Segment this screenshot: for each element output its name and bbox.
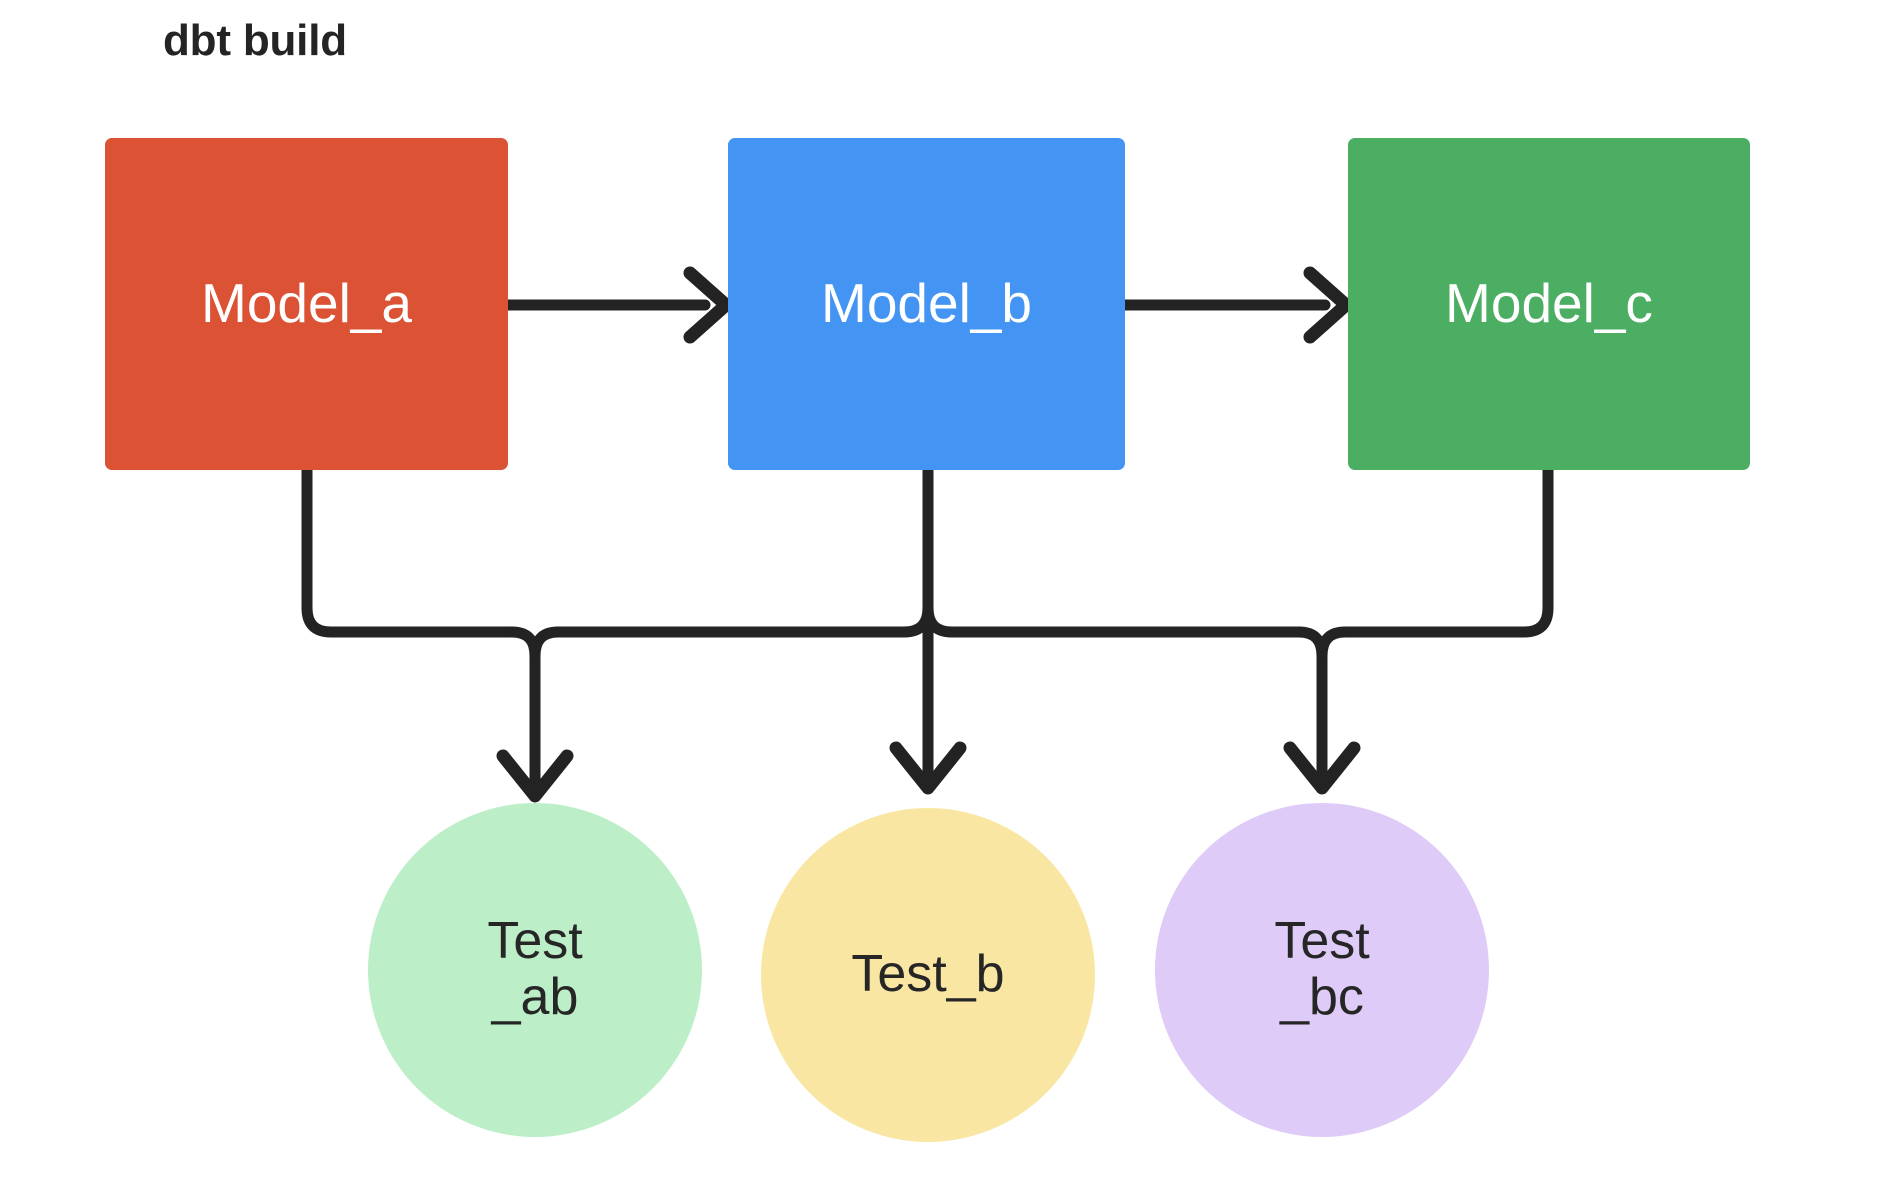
edge-model-b-to-test-ab xyxy=(552,464,934,638)
edge-model-a-to-model-b xyxy=(502,266,733,344)
node-test-b-label: Test_b xyxy=(851,945,1005,1004)
edge-model-a-to-test-ab xyxy=(301,464,518,638)
node-test-b[interactable]: Test_b xyxy=(761,808,1095,1142)
node-test-bc-label: Test _bc xyxy=(1274,912,1370,1026)
edge-bus-branch-test-bc xyxy=(1283,626,1361,795)
node-model-c-label: Model_c xyxy=(1445,272,1653,335)
node-test-ab[interactable]: Test _ab xyxy=(368,803,702,1137)
edge-model-b-to-model-c xyxy=(1119,266,1353,344)
edge-model-c-to-test-bc xyxy=(1339,464,1554,638)
node-model-c[interactable]: Model_c xyxy=(1348,138,1750,470)
edge-bus-branch-test-ab xyxy=(496,626,574,803)
node-model-b-label: Model_b xyxy=(821,272,1032,335)
edge-model-b-to-test-bc xyxy=(922,464,1305,638)
page-title: dbt build xyxy=(163,16,347,65)
node-test-ab-label: Test _ab xyxy=(487,912,583,1026)
node-model-a[interactable]: Model_a xyxy=(105,138,508,470)
node-model-a-label: Model_a xyxy=(201,272,412,335)
node-test-bc[interactable]: Test _bc xyxy=(1155,803,1489,1137)
node-model-b[interactable]: Model_b xyxy=(728,138,1125,470)
